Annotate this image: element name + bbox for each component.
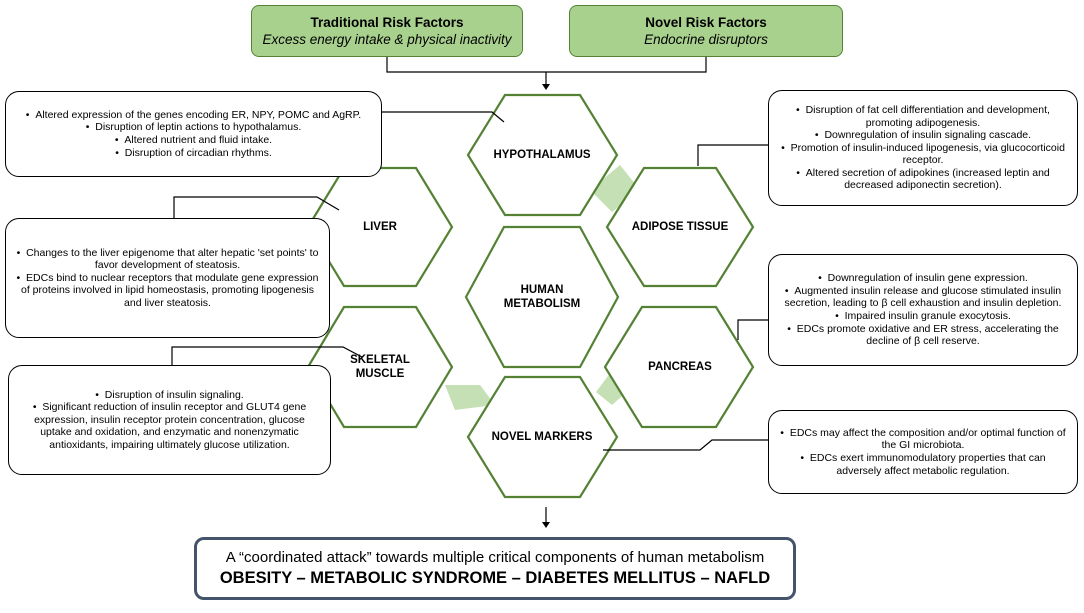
adipose-effect: Altered secretion of adipokines (increas… bbox=[779, 167, 1067, 192]
adipose-effect: Promotion of insulin-induced lipogenesis… bbox=[779, 142, 1067, 167]
connector-skeletal-novel bbox=[445, 385, 495, 410]
hypothalamus-effects-box: Altered expression of the genes encoding… bbox=[5, 91, 382, 177]
novel-markers-effect: EDCs may affect the composition and/or o… bbox=[779, 427, 1067, 452]
traditional-risk-factors-box: Traditional Risk Factors Excess energy i… bbox=[251, 5, 523, 57]
novel-risk-factors-subtitle: Endocrine disruptors bbox=[644, 32, 768, 47]
novel-markers-effects-box: EDCs may affect the composition and/or o… bbox=[768, 410, 1078, 494]
conclusion-box: A “coordinated attack” towards multiple … bbox=[194, 537, 796, 600]
pancreas-effects-box: Downregulation of insulin gene expressio… bbox=[768, 254, 1078, 366]
skeletal-muscle-line1: SKELETAL bbox=[350, 354, 410, 366]
pancreas-effect: Impaired insulin granule exocytosis. bbox=[779, 310, 1067, 323]
pancreas-effect: Augmented insulin release and glucose st… bbox=[779, 285, 1067, 310]
connector-lines bbox=[171, 57, 768, 522]
adipose-tissue-label: ADIPOSE TISSUE bbox=[631, 221, 729, 233]
line-skeletal bbox=[171, 346, 363, 365]
liver-label: LIVER bbox=[363, 221, 397, 233]
hex-adipose-tissue bbox=[605, 166, 755, 288]
hypothalamus-effect: Disruption of leptin actions to hypothal… bbox=[16, 121, 371, 134]
human-metabolism-line2: METABOLISM bbox=[503, 298, 581, 310]
liver-effect: EDCs bind to nuclear receptors that modu… bbox=[16, 272, 319, 310]
skeletal-muscle-effect: Disruption of insulin signaling. bbox=[19, 389, 320, 402]
arrowhead-top bbox=[542, 84, 550, 90]
novel-markers-effect: EDCs exert immunomodulatory properties t… bbox=[779, 452, 1067, 477]
hex-skeletal-muscle bbox=[306, 305, 454, 429]
skeletal-muscle-label: SKELETAL MUSCLE bbox=[310, 353, 450, 381]
line-hypothalamus bbox=[380, 111, 505, 123]
connector-hypothalamus-adipose bbox=[590, 165, 640, 212]
hex-human-metabolism bbox=[464, 225, 620, 369]
pancreas-effect: Downregulation of insulin gene expressio… bbox=[779, 272, 1067, 285]
risk-factor-merge-line bbox=[386, 57, 707, 73]
skeletal-muscle-line2: MUSCLE bbox=[355, 368, 405, 380]
human-metabolism-label: HUMAN METABOLISM bbox=[472, 283, 612, 311]
human-metabolism-line1: HUMAN bbox=[520, 284, 564, 296]
skeletal-muscle-effects-box: Disruption of insulin signaling. Signifi… bbox=[8, 365, 331, 475]
line-liver bbox=[173, 196, 340, 218]
line-novel bbox=[603, 439, 768, 451]
pancreas-label: PANCREAS bbox=[648, 361, 712, 373]
traditional-risk-factors-title: Traditional Risk Factors bbox=[310, 15, 464, 30]
arrowheads bbox=[542, 84, 550, 528]
traditional-risk-factors-subtitle: Excess energy intake & physical inactivi… bbox=[262, 32, 512, 47]
liver-effect: Changes to the liver epigenome that alte… bbox=[16, 247, 319, 272]
line-adipose bbox=[697, 144, 768, 166]
adipose-effect: Disruption of fat cell differentiation a… bbox=[779, 104, 1067, 129]
pancreas-effect: EDCs promote oxidative and ER stress, ac… bbox=[779, 323, 1067, 348]
conclusion-statement: A “coordinated attack” towards multiple … bbox=[225, 549, 765, 566]
adipose-effect: Downregulation of insulin signaling casc… bbox=[779, 129, 1067, 142]
hypothalamus-label: HYPOTHALAMUS bbox=[493, 149, 591, 161]
novel-risk-factors-box: Novel Risk Factors Endocrine disruptors bbox=[569, 5, 843, 57]
skeletal-muscle-effect: Significant reduction of insulin recepto… bbox=[19, 401, 320, 451]
hex-novel-markers bbox=[466, 375, 619, 499]
novel-markers-label: NOVEL MARKERS bbox=[491, 431, 593, 443]
hypothalamus-effect: Altered expression of the genes encoding… bbox=[16, 109, 371, 122]
adipose-effects-box: Disruption of fat cell differentiation a… bbox=[768, 90, 1078, 206]
arrowhead-bottom bbox=[542, 522, 550, 528]
liver-effects-box: Changes to the liver epigenome that alte… bbox=[5, 218, 330, 338]
conclusion-diseases: OBESITY – METABOLIC SYNDROME – DIABETES … bbox=[219, 569, 771, 587]
line-pancreas bbox=[737, 319, 768, 340]
hypothalamus-effect: Disruption of circadian rhythms. bbox=[16, 147, 371, 160]
hex-pancreas bbox=[603, 305, 755, 429]
hexagons bbox=[306, 93, 755, 499]
hex-hypothalamus bbox=[466, 93, 619, 217]
hypothalamus-effect: Altered nutrient and fluid intake. bbox=[16, 134, 371, 147]
novel-risk-factors-title: Novel Risk Factors bbox=[645, 15, 767, 30]
